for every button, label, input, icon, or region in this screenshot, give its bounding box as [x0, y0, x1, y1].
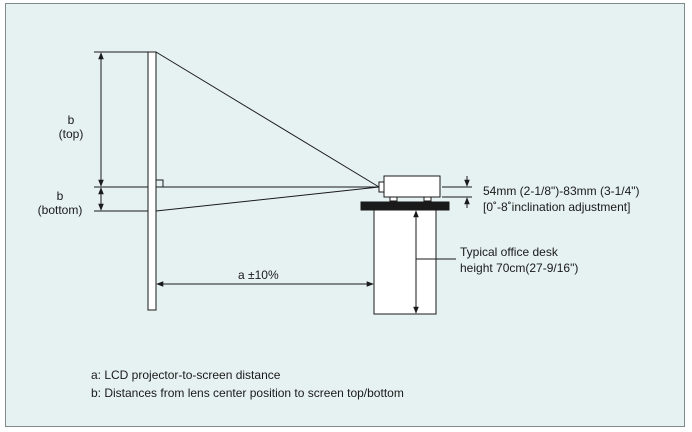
desk-height-label: Typical office desk height 70cm(27-9/16"…	[460, 245, 578, 275]
b-bottom-label: b (bottom)	[28, 189, 92, 217]
diagram-frame: b (top) b (bottom) a ±10% 54mm (2-1/8")-…	[5, 3, 685, 427]
b-top-letter: b	[67, 113, 75, 127]
inclination-label-line2: [0˚-8˚inclination adjustment]	[483, 200, 631, 214]
projector-lens	[378, 181, 385, 193]
b-bottom-letter: b	[56, 189, 64, 203]
desk-top	[360, 201, 450, 211]
screen	[147, 51, 157, 311]
projector-body	[383, 175, 441, 198]
projection-diagram	[94, 51, 472, 315]
b-top-word: (top)	[58, 127, 84, 141]
b-top-label: b (top)	[51, 113, 91, 141]
legend-a: a: LCD projector-to-screen distance	[91, 368, 281, 382]
distance-label: a ±10%	[238, 268, 279, 282]
b-bottom-word: (bottom)	[37, 203, 83, 217]
projector-foot-right	[423, 196, 432, 202]
desk-label-line2: height 70cm(27-9/16")	[460, 261, 579, 275]
desk-body	[373, 209, 437, 315]
projection-line-bottom	[155, 186, 380, 212]
projection-line-top	[155, 51, 380, 188]
legend-b: b: Distances from lens center position t…	[91, 386, 404, 400]
right-angle-mark	[155, 179, 164, 188]
desk-label-line1: Typical office desk	[460, 245, 558, 259]
inclination-label-line1: 54mm (2-1/8")-83mm (3-1/4")	[483, 184, 640, 198]
projector-foot-left	[389, 196, 398, 202]
inclination-label: 54mm (2-1/8")-83mm (3-1/4") [0˚-8˚inclin…	[483, 184, 640, 214]
